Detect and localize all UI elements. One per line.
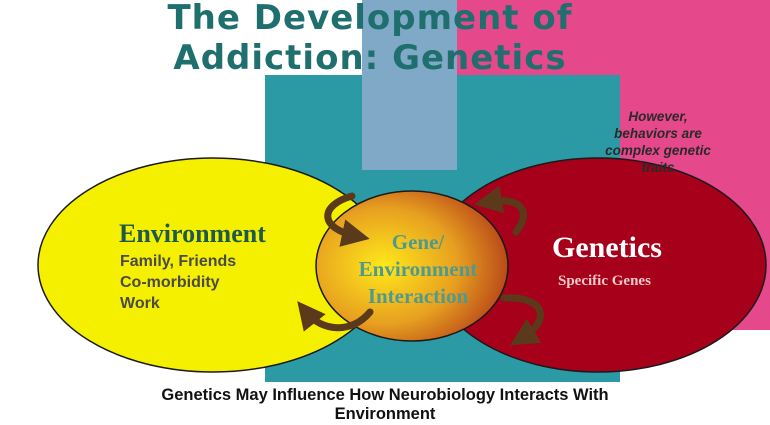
interaction-line-1: Gene/ — [391, 230, 445, 254]
environment-title: Environment — [119, 219, 266, 248]
environment-item-comorbidity: Co-morbidity — [120, 274, 220, 291]
arrow-top-left — [324, 192, 370, 247]
environment-item-family: Family, Friends — [120, 253, 237, 270]
caption-line-2: Environment — [334, 405, 436, 423]
arrow-bottom-left — [297, 301, 374, 332]
genetics-title: Genetics — [552, 231, 662, 264]
caption-line-1: Genetics May Influence How Neurobiology … — [161, 386, 609, 404]
slide-title: The Development of Addiction: Genetics — [110, 0, 630, 78]
interaction-line-3: Interaction — [367, 284, 469, 308]
light-blue-bar — [362, 0, 457, 170]
side-note: However, behaviors are complex genetic t… — [598, 108, 718, 176]
note-line-2: behaviors are — [614, 126, 702, 141]
arrow-top-right — [474, 185, 527, 236]
interaction-line-2: Environment — [358, 257, 478, 281]
title-line-1: The Development of — [167, 0, 573, 38]
genetics-subtitle: Specific Genes — [558, 273, 651, 289]
note-line-4: traits — [641, 160, 675, 175]
caption: Genetics May Influence How Neurobiology … — [60, 386, 710, 424]
title-line-2: Addiction: Genetics — [173, 38, 567, 78]
note-line-3: complex genetic — [605, 143, 711, 158]
arrow-bottom-right — [500, 294, 544, 346]
note-line-1: However, — [628, 109, 688, 124]
environment-item-work: Work — [120, 295, 160, 312]
